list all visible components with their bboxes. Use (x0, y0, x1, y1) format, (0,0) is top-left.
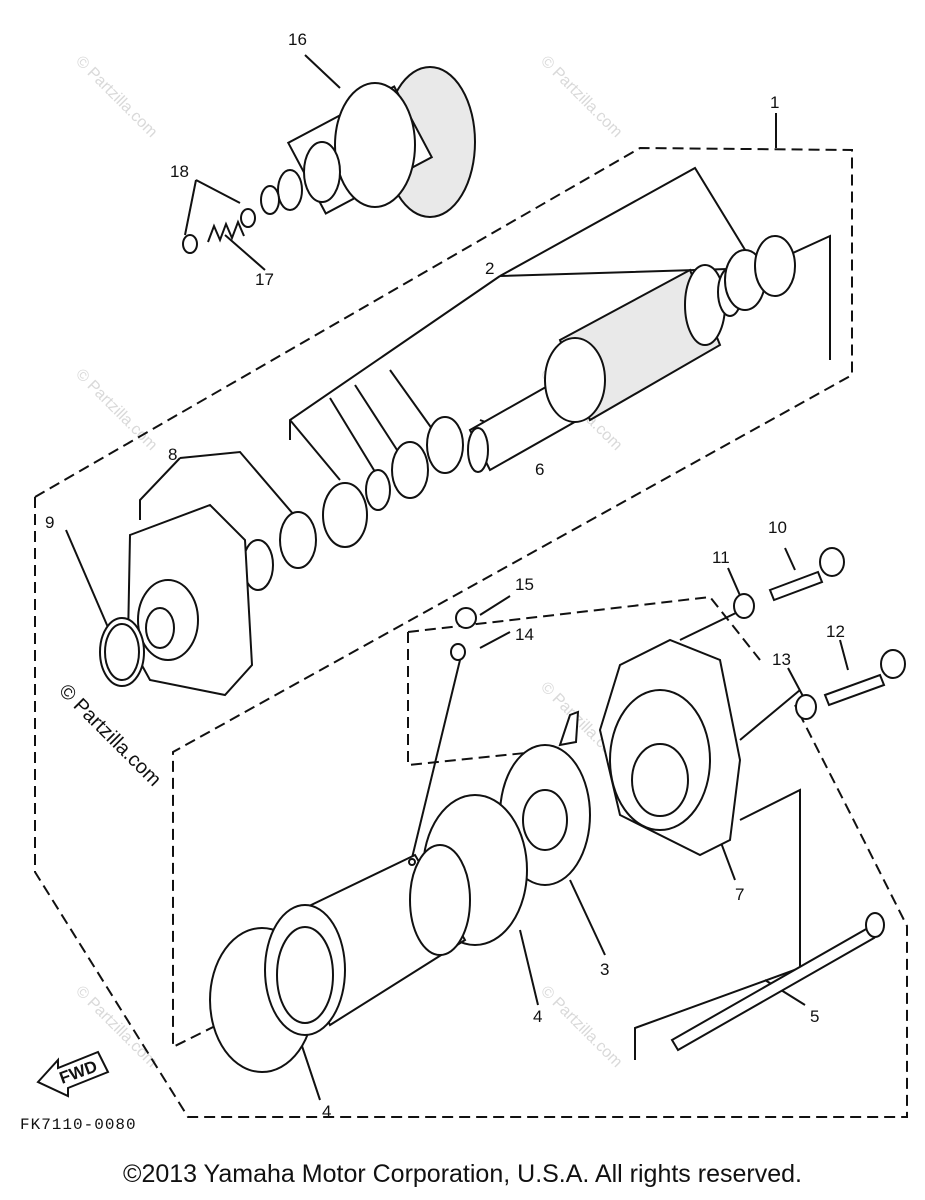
callout-9: 9 (45, 513, 54, 532)
callout-8: 8 (168, 445, 177, 464)
spring-washers (182, 208, 256, 254)
watermark: © Partzilla.com (537, 983, 625, 1071)
through-bolt (670, 912, 885, 1052)
callout-6: 6 (535, 460, 544, 479)
figure-code: FK7110-0080 (20, 1116, 137, 1134)
yoke-housing (264, 844, 471, 1036)
nut-washer (450, 607, 477, 661)
callout-7: 7 (735, 885, 744, 904)
bolts-washers (733, 547, 906, 720)
callout-13: 13 (772, 650, 791, 669)
callouts: 1 2 3 4 4 5 6 7 8 9 10 11 12 13 14 15 16… (45, 30, 845, 1121)
rear-cover (598, 638, 742, 857)
callout-17: 17 (255, 270, 274, 289)
callout-5: 5 (810, 1007, 819, 1026)
starter-clutch-gear (260, 66, 476, 218)
subgroup-boundary (407, 595, 761, 767)
callout-4a: 4 (533, 1007, 542, 1026)
watermark: © Partzilla.com (537, 53, 625, 141)
callout-15: 15 (515, 575, 534, 594)
front-cover-assembly (99, 503, 274, 697)
watermark: © Partzilla.com (72, 366, 160, 454)
fwd-arrow: FWD (36, 1050, 110, 1098)
callout-16: 16 (288, 30, 307, 49)
callout-10: 10 (768, 518, 787, 537)
gaskets (209, 794, 528, 1073)
copyright-notice: ©2013 Yamaha Motor Corporation, U.S.A. A… (123, 1160, 802, 1188)
callout-2: 2 (485, 259, 494, 278)
callout-18: 18 (170, 162, 189, 181)
callout-3: 3 (600, 960, 609, 979)
callout-4b: 4 (322, 1102, 331, 1121)
armature-shims (279, 235, 796, 569)
assembly-boundary (34, 146, 908, 1118)
watermark: © Partzilla.com (72, 53, 160, 141)
callout-11: 11 (712, 548, 730, 567)
callout-14: 14 (515, 625, 534, 644)
callout-12: 12 (826, 622, 845, 641)
callout-1: 1 (770, 93, 779, 112)
